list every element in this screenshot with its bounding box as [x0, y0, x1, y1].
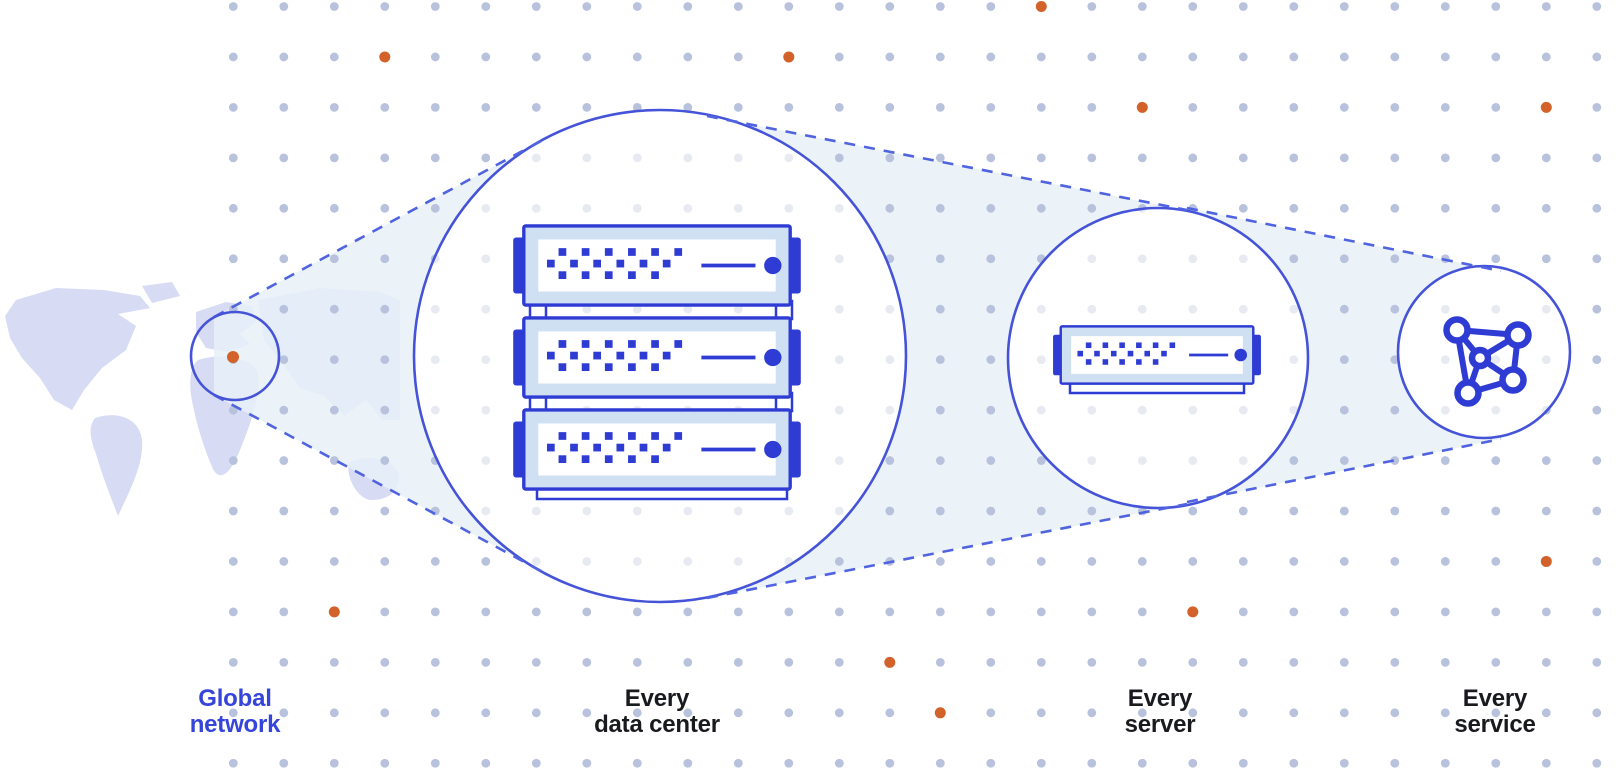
caption-every-service: Every service [1454, 685, 1536, 738]
caption-every-server: Every server [1124, 685, 1196, 738]
zoom-dashed-lines [213, 114, 1502, 600]
service-circle [1396, 264, 1572, 440]
map-location-dot [227, 351, 239, 363]
map-focus-circle [189, 310, 281, 402]
accent-dots [328, 1, 1552, 719]
datacenter-circle [412, 108, 908, 604]
service-mesh-icon [1443, 316, 1532, 407]
server-icon [1052, 325, 1262, 395]
server-circle [1006, 206, 1310, 510]
caption-every-data-center: Every data center [594, 685, 720, 738]
caption-global-network: Global network [189, 685, 281, 738]
server-stack-icon [512, 224, 802, 501]
